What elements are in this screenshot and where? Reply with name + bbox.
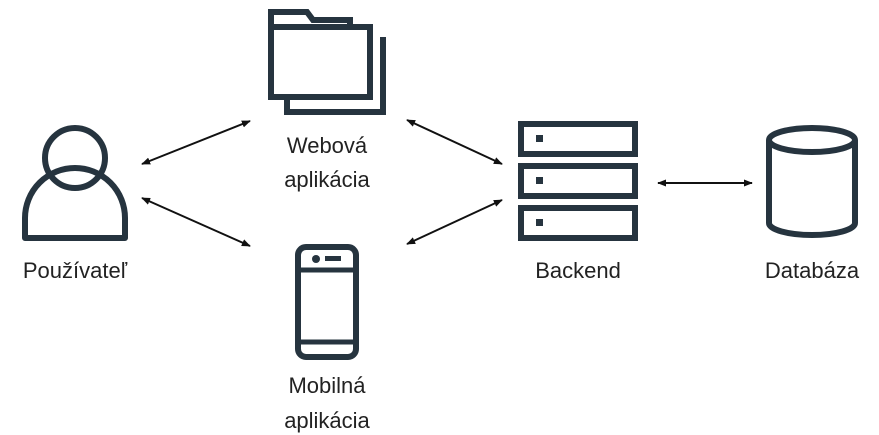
person-icon: [22, 125, 128, 241]
smartphone-icon: [295, 244, 359, 360]
mobile-app-label-line1: Mobilná: [288, 373, 366, 398]
web-app-label-line1: Webová: [287, 133, 368, 158]
node-backend: Backend: [518, 121, 638, 283]
web-app-label-line2: aplikácia: [284, 167, 370, 192]
connection-arrows: [141, 119, 753, 247]
arrow-user-web-app: [141, 120, 251, 165]
user-label: Používateľ: [23, 258, 128, 283]
database-icon: [766, 125, 858, 238]
node-web-app: Webová aplikácia: [268, 9, 386, 192]
server-icon: [518, 121, 638, 241]
node-mobile-app: Mobilná aplikácia: [284, 244, 371, 433]
arrow-mobile-app-backend: [406, 199, 503, 245]
backend-label: Backend: [535, 258, 621, 283]
database-label: Databáza: [765, 258, 860, 283]
arrow-web-app-backend: [406, 119, 503, 165]
node-database: Databáza: [765, 125, 860, 283]
folder-icon: [268, 9, 386, 115]
mobile-app-label-line2: aplikácia: [284, 408, 370, 433]
arrow-user-mobile-app: [141, 197, 251, 247]
node-user: Používateľ: [22, 125, 128, 283]
